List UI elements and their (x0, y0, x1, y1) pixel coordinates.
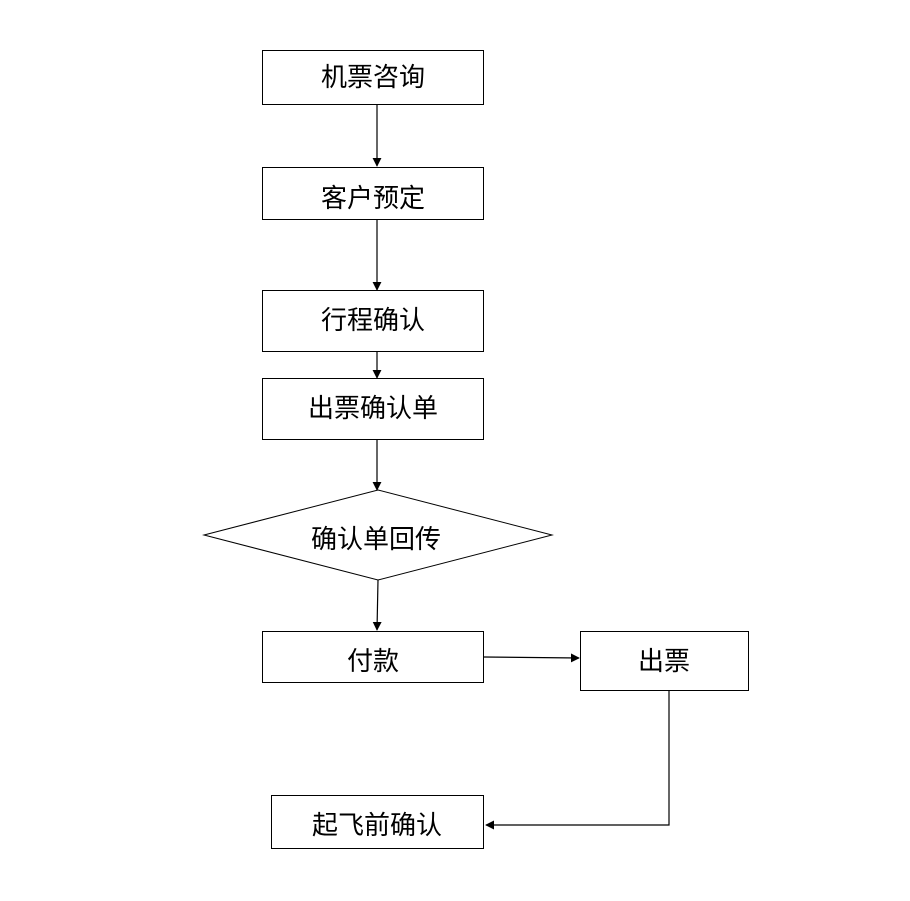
node-reserve-label: 客户预定 (321, 184, 425, 214)
node-return-confirm-label: 确认单回传 (311, 525, 441, 555)
node-predeparture-label: 起飞前确认 (312, 811, 442, 841)
edges (372, 104, 670, 830)
node-reserve: 客户预定 (262, 167, 484, 220)
node-consult-box (262, 50, 484, 105)
node-itinerary-box (262, 290, 484, 352)
node-return-confirm-diamond (202, 489, 554, 581)
node-issue: 出票 (580, 631, 749, 691)
node-reserve-box (262, 167, 484, 220)
node-ticket-confirm-box (262, 378, 484, 440)
node-payment-box (262, 631, 484, 683)
node-return-confirm: 确认单回传 (202, 489, 554, 581)
node-itinerary-label: 行程确认 (321, 306, 425, 336)
node-itinerary: 行程确认 (262, 290, 484, 352)
edge-return-payment (372, 579, 382, 631)
node-issue-box (580, 631, 749, 691)
node-issue-label: 出票 (638, 647, 690, 677)
node-consult: 机票咨询 (262, 50, 484, 105)
edge-payment-issue (483, 653, 580, 663)
node-consult-label: 机票咨询 (321, 63, 425, 93)
edge-issue-predeparture (485, 690, 670, 830)
node-payment-label: 付款 (347, 647, 399, 677)
node-predeparture: 起飞前确认 (271, 795, 484, 849)
node-ticket-confirm-label: 出票确认单 (308, 394, 438, 424)
node-predeparture-box (271, 795, 484, 849)
node-ticket-confirm: 出票确认单 (262, 378, 484, 440)
node-payment: 付款 (262, 631, 484, 683)
